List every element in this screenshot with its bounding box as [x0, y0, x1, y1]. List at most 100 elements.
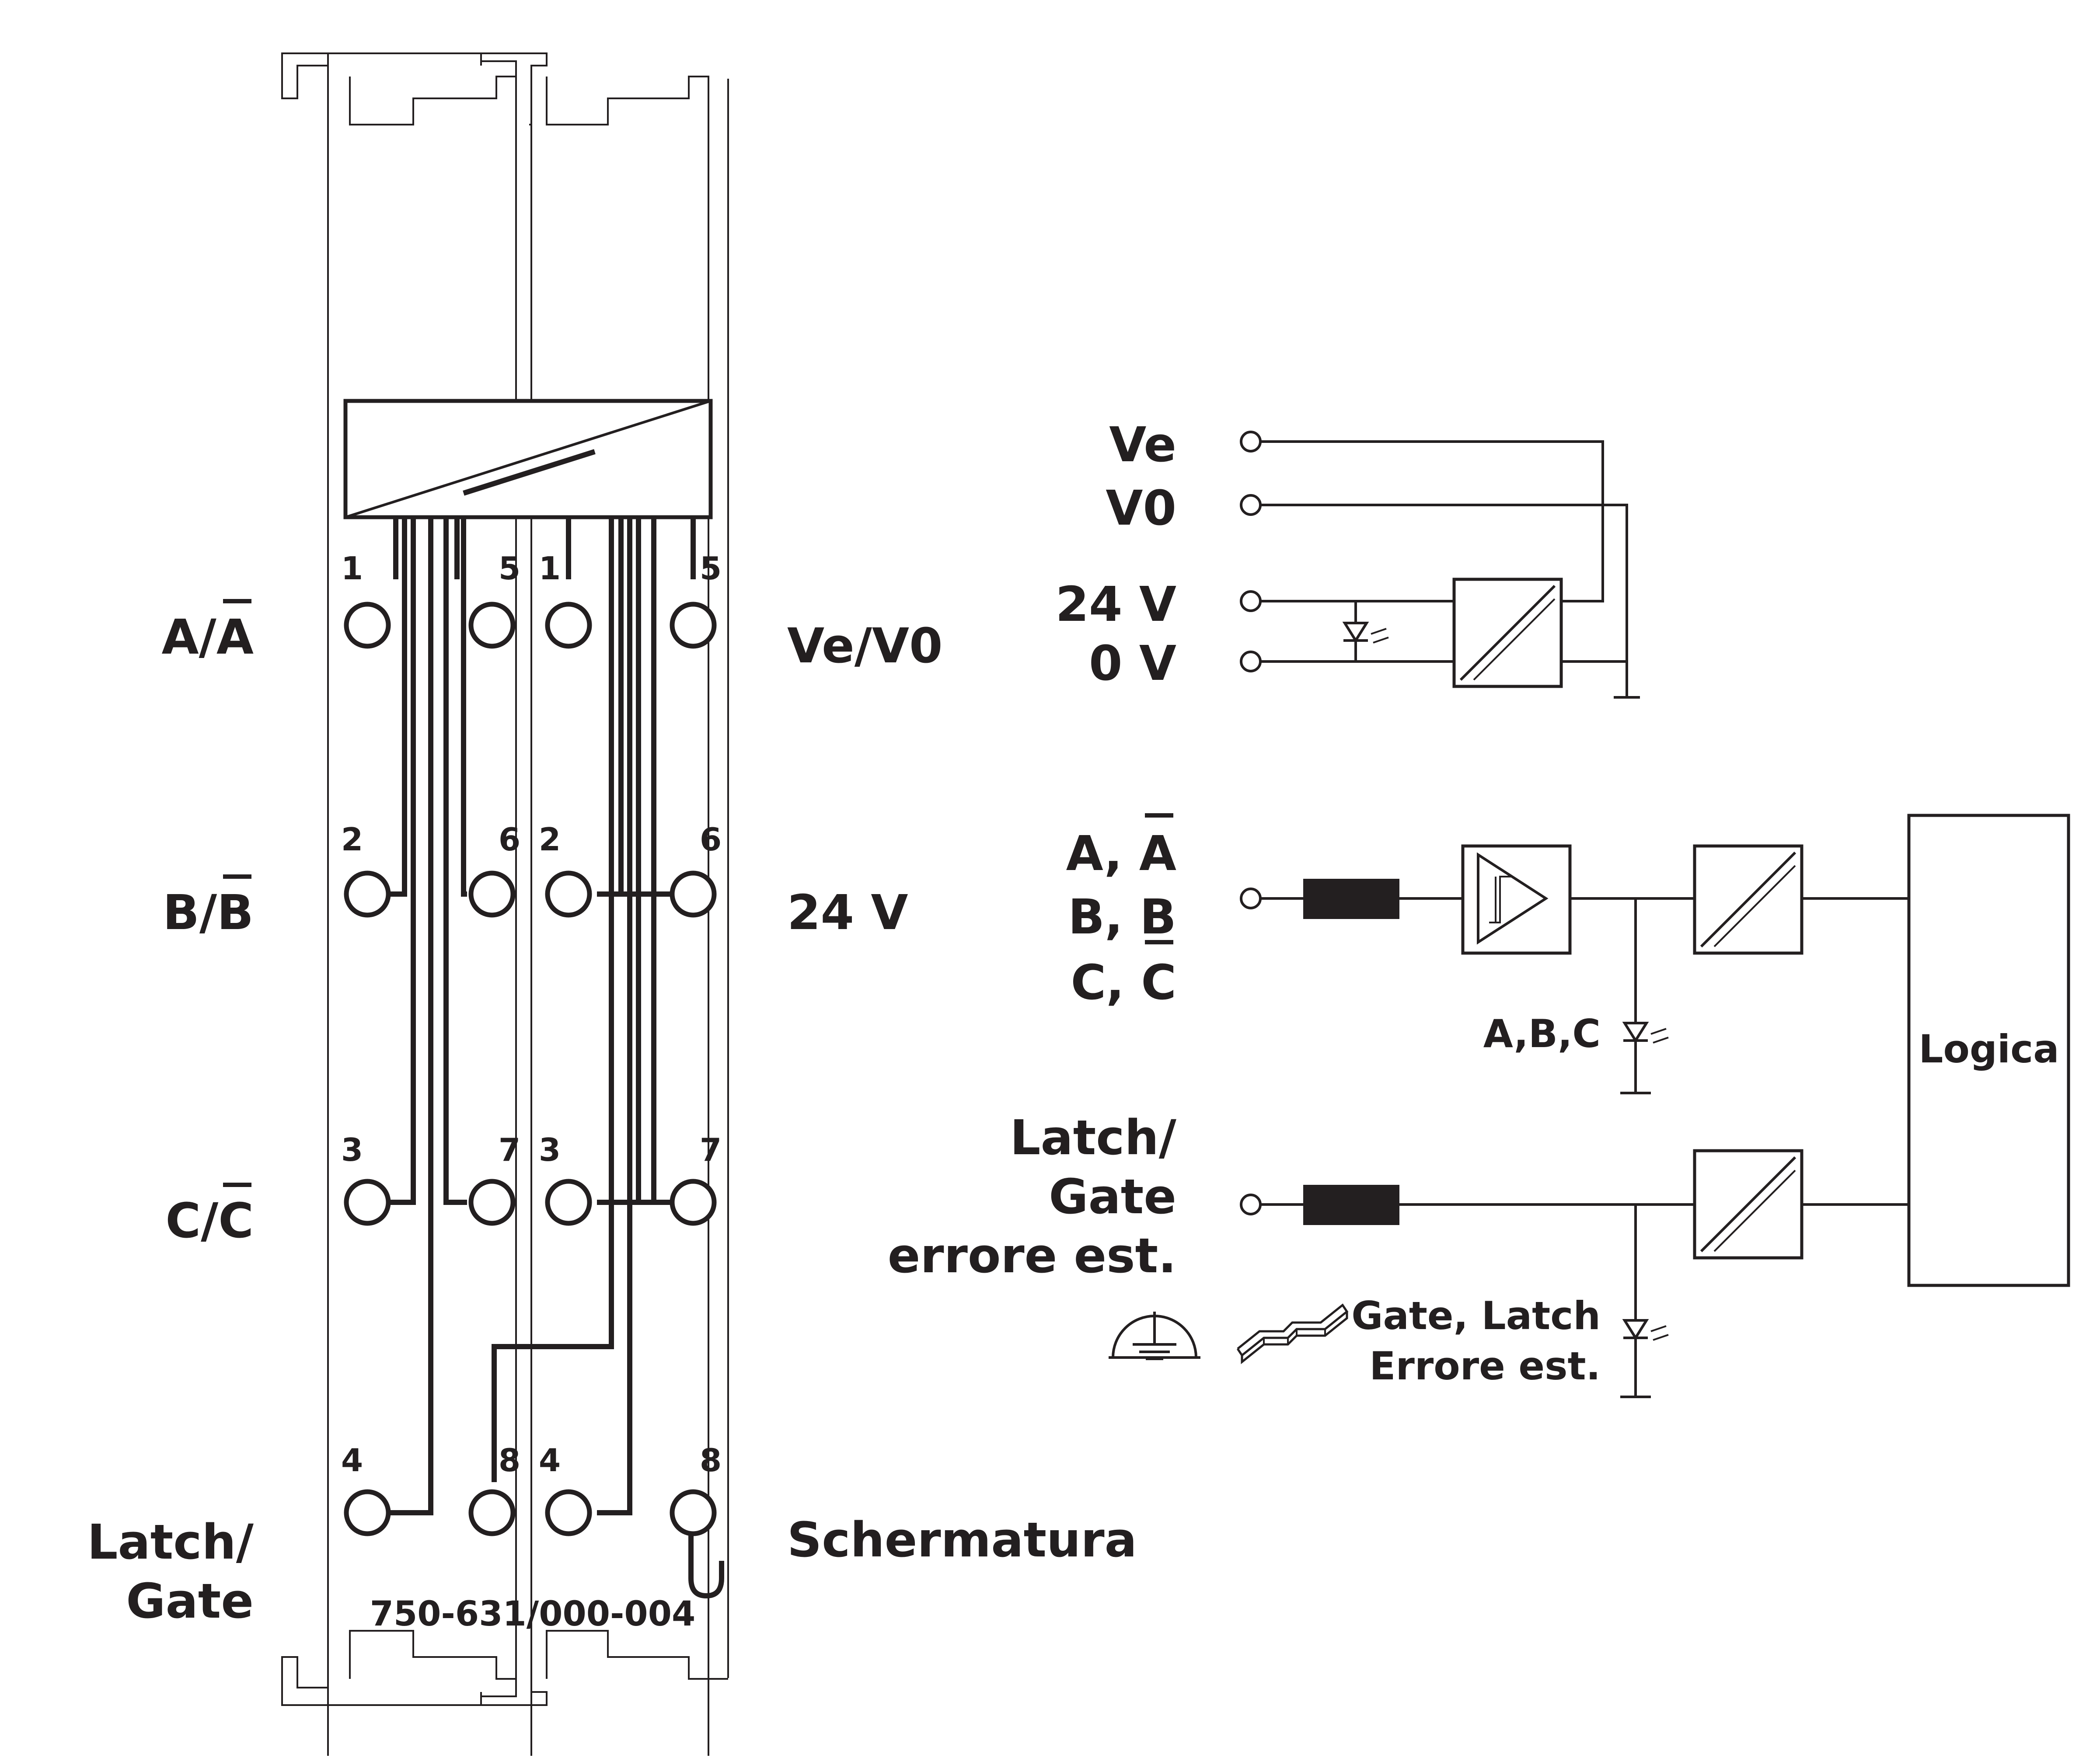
pin-label-left-1: 1 [341, 550, 363, 587]
input-label-a: A, A [1066, 825, 1176, 881]
pin-label-right-7: 7 [700, 1131, 722, 1168]
wire-pin4-right [597, 517, 632, 1515]
label-24v-module: 24 V [787, 884, 908, 940]
terminal-left-6[interactable] [468, 870, 516, 918]
label-b-bbar: B/B [163, 884, 254, 940]
terminal-right-8[interactable] [670, 1489, 717, 1536]
module-internal-wiring [391, 517, 724, 1599]
wire-pin8-left [492, 517, 614, 1482]
input-label-c: C, C [1071, 954, 1176, 1010]
electronics-diagonal [345, 400, 711, 519]
wire-pin3-left [391, 517, 416, 1205]
terminal-left-2[interactable] [344, 870, 391, 918]
power-terminal-v0[interactable] [1240, 494, 1262, 516]
logic-block-box [1907, 814, 2070, 1287]
label-shield: Schermatura [787, 1512, 1137, 1568]
housing-top-mid-profile [481, 52, 548, 125]
schematic-inputs: A, A B, B C, C A,B,C [1066, 813, 1909, 1094]
pin-label-left-6: 6 [499, 821, 520, 858]
din-rail-icon [1236, 1303, 1349, 1365]
module-housing [281, 52, 729, 1758]
pin-label-left-3: 3 [341, 1131, 363, 1168]
input-label-b: B, B [1068, 889, 1176, 945]
housing-top-right-profile [546, 76, 709, 1758]
power-terminal-0v[interactable] [1240, 651, 1262, 672]
latch-label-3: errore est. [888, 1228, 1176, 1284]
wire-pin2-left [391, 517, 407, 897]
terminal-left-3[interactable] [344, 1179, 391, 1226]
latch-optocoupler-diagonal [1700, 1156, 1797, 1253]
housing-top-rail-clip [281, 53, 329, 1758]
terminal-left-1[interactable] [344, 602, 391, 649]
latch-optocoupler-bar [1713, 1170, 1796, 1252]
wire-pin7-left [443, 517, 467, 1205]
latch-filter [1303, 1185, 1399, 1225]
input-optocoupler-bar [1713, 865, 1796, 947]
terminal-left-8[interactable] [468, 1489, 516, 1536]
terminal-right-2[interactable] [545, 870, 592, 918]
wire-pin4-left [391, 517, 433, 1515]
electronics-isolation-bar [463, 449, 596, 496]
label-gate: Gate [126, 1573, 254, 1629]
power-converter-diagonal [1459, 585, 1556, 681]
schematic-latch: Latch/ Gate errore est. Gate, Latch Erro… [888, 1110, 1909, 1398]
pin-label-right-3: 3 [539, 1131, 561, 1168]
pin-label-left-2: 2 [341, 821, 363, 858]
terminal-right-5[interactable] [670, 602, 717, 649]
terminal-right-4[interactable] [545, 1489, 592, 1536]
terminal-left-7[interactable] [468, 1179, 516, 1226]
power-line-ve [1260, 440, 1604, 602]
wire-shield-hook [688, 1526, 724, 1599]
schmitt-trigger-box [1461, 844, 1572, 955]
housing-top-inner-profile [349, 60, 517, 125]
terminal-right-7[interactable] [670, 1179, 717, 1226]
label-ve-v0: Ve/V0 [787, 618, 943, 674]
power-line-v0 [1260, 504, 1628, 697]
wire-pin6-left [461, 517, 467, 897]
latch-led-label-1: Gate, Latch [1351, 1293, 1601, 1338]
schematic-power: Ve V0 24 V 0 V [1055, 417, 1640, 699]
pin-label-left-7: 7 [499, 1131, 520, 1168]
module-right-labels: Ve/V0 24 V Schermatura [787, 618, 1137, 1568]
input-terminal[interactable] [1240, 888, 1262, 909]
terminal-left-4[interactable] [344, 1489, 391, 1536]
label-a-abar: A/A [162, 609, 254, 665]
power-label-0v: 0 V [1089, 635, 1176, 691]
module-terminals [344, 602, 717, 1536]
terminal-left-5[interactable] [468, 602, 516, 649]
pin-label-right-6: 6 [700, 821, 722, 858]
power-converter-bar [1473, 598, 1556, 681]
power-led-icon [1342, 601, 1389, 661]
latch-led-label-2: Errore est. [1369, 1344, 1601, 1389]
latch-led-icon [1622, 1319, 1669, 1341]
logic-block-label: Logica [1919, 1027, 2059, 1072]
power-terminal-24v[interactable] [1240, 590, 1262, 612]
input-filter [1303, 879, 1399, 919]
terminal-right-1[interactable] [545, 602, 592, 649]
power-terminal-ve[interactable] [1240, 431, 1262, 453]
pin-label-left-5: 5 [499, 550, 520, 587]
pin-label-right-1: 1 [539, 550, 561, 587]
logic-block: Logica [1907, 814, 2070, 1287]
pin-label-right-5: 5 [700, 550, 722, 587]
housing-bottom-right-profile [546, 1630, 728, 1680]
module-electronics-block [343, 399, 713, 519]
latch-terminal[interactable] [1240, 1194, 1262, 1215]
power-label-ve: Ve [1109, 417, 1176, 473]
terminal-right-6[interactable] [670, 870, 717, 918]
ground-icon [1109, 1312, 1200, 1360]
latch-label-2: Gate [1049, 1169, 1176, 1225]
latch-label-1: Latch/ [1010, 1110, 1176, 1166]
housing-bottom-mid-profile [481, 1631, 548, 1706]
pin-label-right-4: 4 [539, 1442, 561, 1479]
power-label-v0: V0 [1106, 480, 1176, 536]
wire-pin7-right [638, 517, 671, 1205]
module-left-labels: A/A B/B C/C Latch/ Gate [87, 599, 254, 1629]
terminal-right-3[interactable] [545, 1179, 592, 1226]
pin-label-right-8: 8 [700, 1442, 722, 1479]
housing-top-left-profile [281, 52, 482, 1758]
pin-numbers: 1 5 1 5 2 6 2 6 3 7 3 7 4 8 4 8 [341, 550, 722, 1479]
power-label-24v: 24 V [1055, 576, 1176, 632]
